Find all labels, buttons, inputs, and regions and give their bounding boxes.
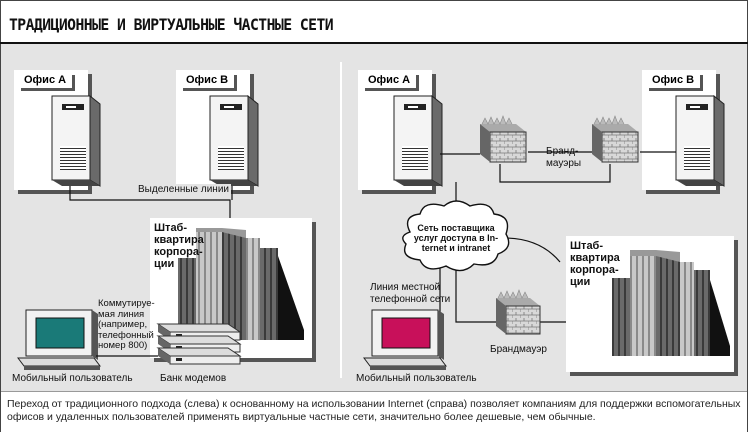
modem-bank-label: Банк модемов bbox=[160, 373, 227, 384]
firewall-label: Брандмауэр bbox=[490, 344, 547, 355]
firewalls-label: Бранд- мауэры bbox=[546, 146, 582, 169]
right-office-a-label: Офис А bbox=[362, 72, 417, 88]
isp-cloud-label: Сеть поставщика услуг доступа в In- tern… bbox=[413, 223, 499, 253]
right-firewall-b-icon bbox=[592, 115, 639, 163]
dialup-line-label: Коммутируе- мая линия (например, телефон… bbox=[98, 298, 155, 351]
local-line-label: Линия местной телефонной сети bbox=[370, 282, 451, 305]
figure-title: ТРАДИЦИОННЫЕ И ВИРТУАЛЬНЫЕ ЧАСТНЫЕ СЕТИ bbox=[9, 15, 334, 34]
left-office-b-server-icon bbox=[209, 94, 259, 187]
left-hq-label: Штаб- квартира корпора- ции bbox=[154, 222, 204, 270]
leased-lines-label: Выделенные линии bbox=[136, 184, 232, 195]
left-mobile-user-label: Мобильный пользователь bbox=[12, 373, 133, 384]
right-firewall-c-icon bbox=[496, 289, 541, 335]
modem-bank-icon bbox=[156, 323, 242, 365]
right-mobile-user-label: Мобильный пользователь bbox=[356, 373, 477, 384]
left-leased-lines bbox=[69, 186, 233, 220]
right-office-b-label: Офис В bbox=[646, 72, 701, 88]
left-hq-building-icon bbox=[178, 228, 304, 340]
left-mobile-computer-icon bbox=[17, 309, 101, 370]
figure-caption: Переход от традиционного подхода (слева)… bbox=[7, 398, 741, 423]
right-firewall-a-icon bbox=[480, 115, 527, 163]
title-rule bbox=[0, 42, 748, 44]
isp-cloud-icon bbox=[402, 200, 510, 272]
right-hq-building-icon bbox=[612, 250, 730, 356]
network-diagram bbox=[14, 70, 738, 376]
caption-bar: Переход от традиционного подхода (слева)… bbox=[1, 391, 747, 432]
panel-divider bbox=[340, 62, 342, 378]
left-office-a-label: Офис А bbox=[18, 72, 73, 88]
left-office-b-label: Офис В bbox=[180, 72, 235, 88]
right-office-a-server-icon bbox=[393, 94, 443, 187]
left-office-a-server-icon bbox=[51, 94, 101, 187]
right-office-b-server-icon bbox=[675, 94, 725, 187]
right-mobile-computer-icon bbox=[363, 309, 447, 370]
right-hq-label: Штаб- квартира корпора- ции bbox=[570, 240, 620, 288]
title-bar: ТРАДИЦИОННЫЕ И ВИРТУАЛЬНЫЕ ЧАСТНЫЕ СЕТИ bbox=[1, 1, 747, 43]
